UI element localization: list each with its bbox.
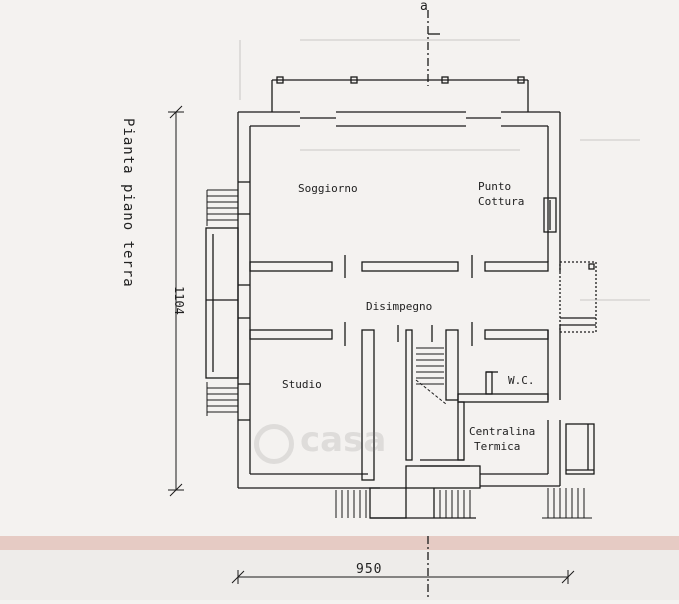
room-label-disimpegno: Disimpegno [366, 300, 433, 313]
room-label-termica: Termica [474, 440, 521, 453]
section-line [427, 10, 440, 598]
paper-lower [0, 550, 679, 600]
interior-wall-upper [249, 255, 549, 278]
ghost-lines [239, 39, 650, 301]
room-label-soggiorno: Soggiorno [298, 182, 358, 195]
watermark-text: casa [300, 420, 387, 460]
bottom-stairs-middle [439, 490, 471, 518]
dimension-width: 950 [356, 562, 383, 577]
top-terrace [271, 76, 529, 112]
right-balcony-bottom [565, 423, 595, 475]
bottom-stairs-left [335, 490, 367, 518]
room-label-studio: Studio [282, 378, 322, 391]
interior-wall-lower [249, 322, 549, 346]
right-porch [559, 261, 597, 333]
dimension-height: 1104 [172, 286, 186, 315]
vertical-dimension-line [168, 105, 184, 497]
wc-walls [457, 371, 549, 403]
room-label-cottura: Cottura [478, 195, 525, 208]
left-stairs-top [206, 189, 238, 226]
left-stairs-bottom [206, 382, 238, 416]
left-balcony [205, 227, 239, 379]
section-marker: a [420, 0, 428, 14]
room-label-centralina: Centralina [469, 425, 536, 438]
bottom-stairs-right [542, 488, 592, 519]
horizontal-dimension-line [231, 570, 575, 584]
left-windows [238, 181, 250, 421]
casa-logo-icon [254, 424, 294, 464]
room-label-punto: Punto [478, 180, 512, 193]
room-label-wc: W.C. [508, 374, 535, 387]
kitchen-appliance [543, 197, 557, 233]
internal-stairs [415, 347, 447, 405]
plan-title: Pianta piano terra [120, 118, 136, 288]
paper-band [0, 536, 679, 550]
corridor-walls [361, 325, 459, 481]
centralina-walls [420, 401, 470, 467]
